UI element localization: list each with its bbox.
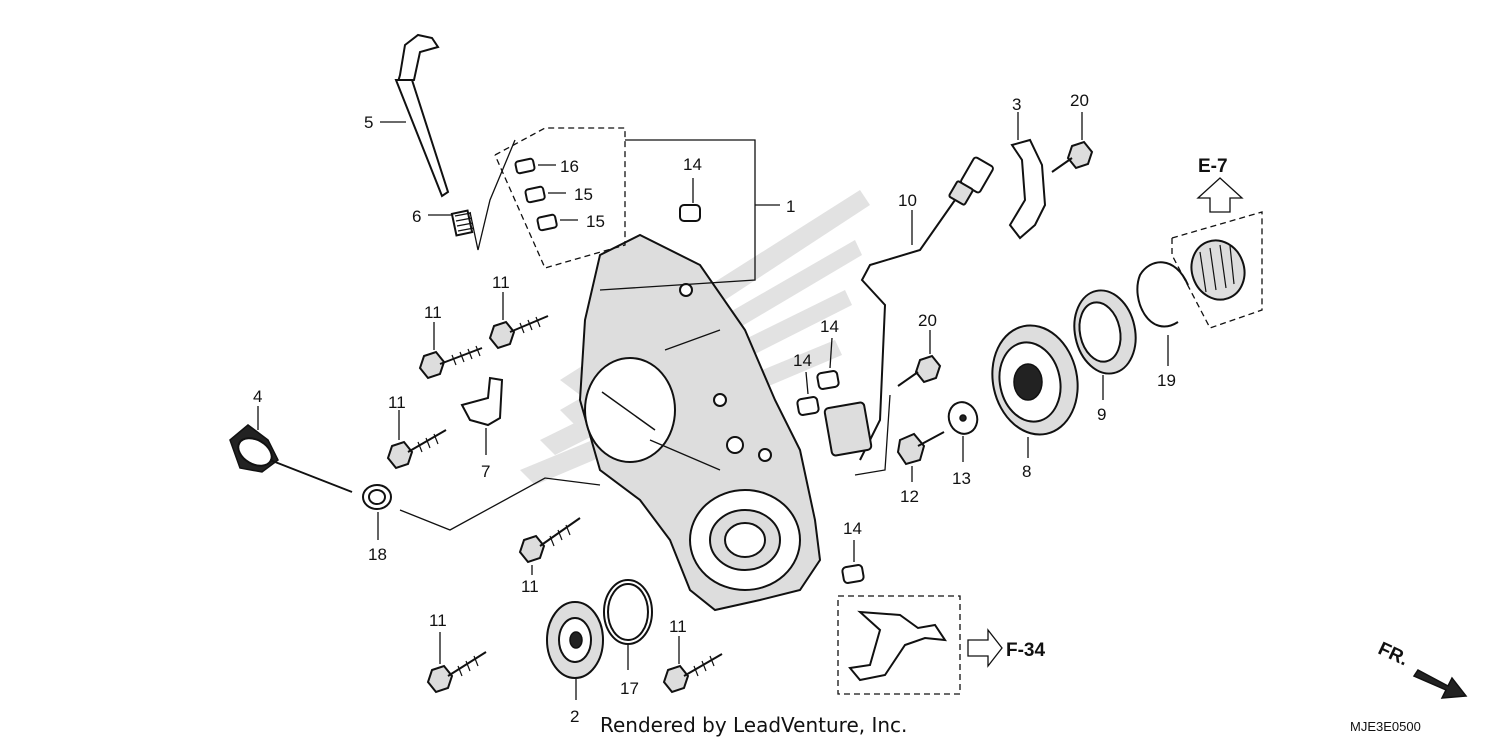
callout-11a: 11	[424, 303, 442, 322]
oil-seal-part[interactable]	[1067, 285, 1143, 400]
callout-19: 19	[1157, 371, 1176, 390]
callout-9: 9	[1097, 405, 1106, 424]
clip-bracket-part[interactable]	[460, 376, 504, 455]
callout-4: 4	[253, 387, 262, 406]
seal-group[interactable]	[514, 157, 578, 232]
callout-15b: 15	[586, 212, 605, 231]
callout-7: 7	[481, 462, 490, 481]
cover-cap-part[interactable]	[546, 601, 604, 700]
guide-plate-part[interactable]	[1008, 112, 1047, 240]
callout-1: 1	[786, 197, 795, 216]
snap-ring-part[interactable]	[1136, 261, 1189, 366]
callout-11c: 11	[388, 393, 406, 412]
f34-reference-group[interactable]	[837, 595, 1003, 695]
callout-3: 3	[1012, 95, 1021, 114]
small-bolt-part[interactable]	[897, 330, 942, 387]
dipstick-part[interactable]	[229, 406, 353, 493]
callout-5: 5	[364, 113, 373, 132]
callout-14a: 14	[683, 155, 702, 174]
shift-shaft-part[interactable]	[380, 33, 450, 198]
callout-15a: 15	[574, 185, 593, 204]
bolt-group[interactable]	[386, 292, 723, 694]
callout-17: 17	[620, 679, 639, 698]
sensor-harness-part[interactable]	[823, 156, 994, 476]
callout-16: 16	[560, 157, 579, 176]
callout-14d: 14	[843, 519, 862, 538]
plate-bolt-part[interactable]	[1051, 112, 1094, 173]
spring-part[interactable]	[428, 209, 475, 237]
group-bracket	[469, 127, 780, 291]
callout-14c: 14	[793, 351, 812, 370]
callout-labels: 1 2 3 4 5 6 7 8 9 10 11 11 11 11 11 11 1…	[253, 91, 1176, 726]
ref-f34-label[interactable]: F-34	[1006, 640, 1046, 661]
callout-11f: 11	[669, 617, 687, 636]
callout-14b: 14	[820, 317, 839, 336]
callout-18: 18	[368, 545, 387, 564]
e7-reference-group[interactable]	[1171, 177, 1263, 329]
callout-13: 13	[952, 469, 971, 488]
crankcase-cover-part[interactable]	[578, 233, 822, 612]
callout-20b: 20	[918, 311, 937, 330]
dowel-pin-group[interactable]	[679, 178, 865, 584]
callout-10: 10	[898, 191, 917, 210]
o-ring-part[interactable]	[362, 477, 601, 540]
footer-credit: Rendered by LeadVenture, Inc.	[600, 713, 907, 737]
ref-e7-label[interactable]: E-7	[1198, 156, 1228, 177]
callout-11b: 11	[492, 273, 510, 292]
cap-o-ring-part[interactable]	[603, 579, 653, 670]
callout-11e: 11	[429, 611, 447, 630]
callout-6: 6	[412, 207, 421, 226]
fr-label: FR.	[1375, 638, 1412, 670]
washer-part[interactable]	[944, 398, 981, 462]
diagram-code: MJE3E0500	[1350, 719, 1421, 734]
front-direction-arrow	[1412, 669, 1468, 699]
callout-2: 2	[570, 707, 579, 726]
callout-12: 12	[900, 487, 919, 506]
callout-11d: 11	[521, 577, 539, 596]
flange-bolt-part[interactable]	[896, 431, 945, 482]
callout-20a: 20	[1070, 91, 1089, 110]
callout-8: 8	[1022, 462, 1031, 481]
bearing-holder-part[interactable]	[982, 317, 1087, 458]
